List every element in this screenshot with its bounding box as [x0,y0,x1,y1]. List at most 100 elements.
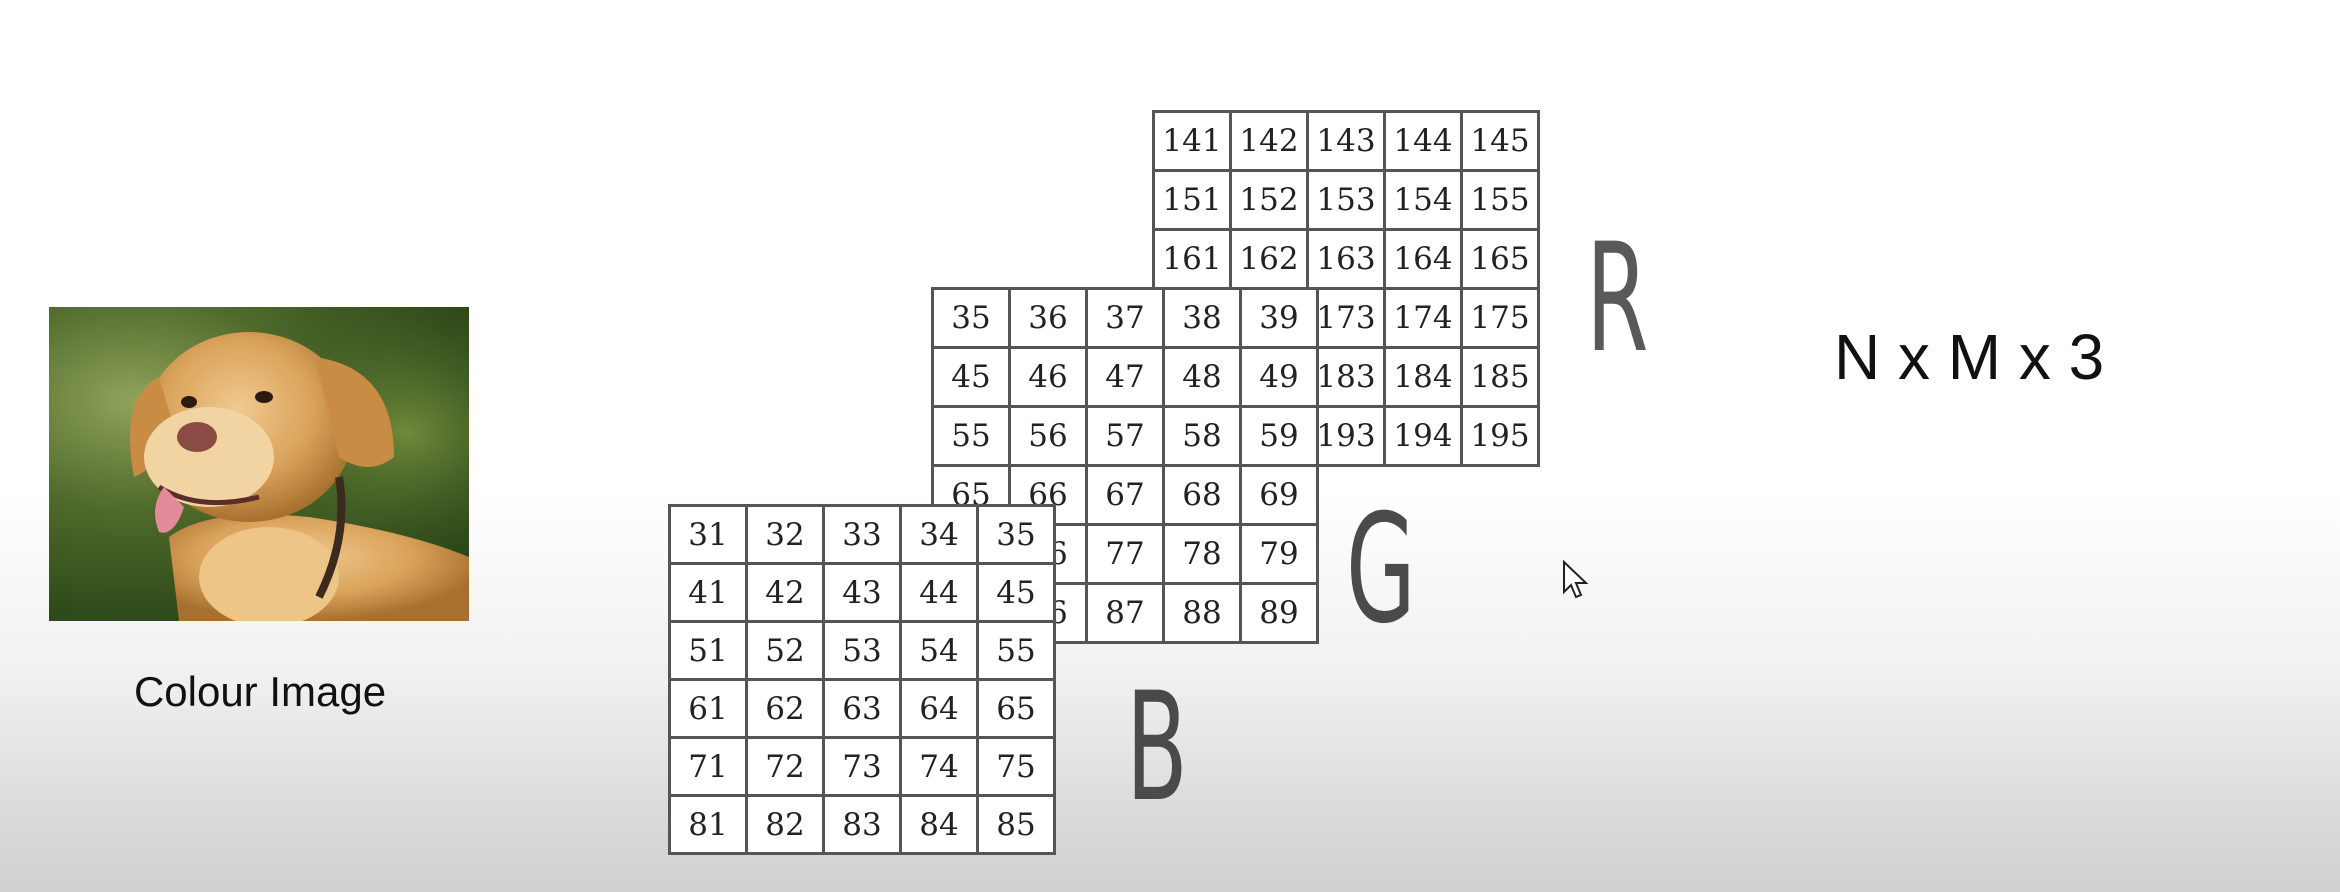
r-channel-label: R [1586,212,1649,386]
matrix-cell: 143 [1306,110,1386,172]
matrix-row: 41 42 43 44 45 [668,562,1056,623]
matrix-row: 71 72 73 74 75 [668,736,1056,797]
matrix-cell: 163 [1306,228,1386,290]
matrix-cell: 34 [899,504,979,565]
b-channel-grid: 31 32 33 34 35 41 42 43 44 45 51 52 53 5… [668,504,1056,855]
matrix-cell: 144 [1383,110,1463,172]
matrix-cell: 42 [745,562,825,623]
matrix-cell: 54 [899,620,979,681]
matrix-cell: 39 [1239,287,1319,349]
g-channel-grid: 35 36 37 38 39 45 46 47 48 49 55 56 57 5… [931,287,1319,644]
matrix-cell: 52 [745,620,825,681]
matrix-row: 55 56 57 58 59 [931,405,1319,467]
matrix-cell: 175 [1460,287,1540,349]
matrix-cell: 88 [1162,582,1242,644]
matrix-cell: 161 [1152,228,1232,290]
matrix-cell: 74 [899,736,979,797]
dog-photo [49,307,469,621]
matrix-cell: 64 [899,678,979,739]
matrix-cell: 193 [1306,405,1386,467]
matrix-row: 61 62 63 64 65 [668,678,1056,739]
matrix-cell: 83 [822,794,902,855]
matrix-cell: 31 [668,504,748,565]
matrix-cell: 46 [1008,346,1088,408]
matrix-cell: 162 [1229,228,1309,290]
matrix-cell: 53 [822,620,902,681]
matrix-cell: 185 [1460,346,1540,408]
matrix-cell: 84 [899,794,979,855]
matrix-cell: 44 [899,562,979,623]
matrix-cell: 79 [1239,523,1319,585]
matrix-cell: 73 [822,736,902,797]
matrix-cell: 154 [1383,169,1463,231]
matrix-cell: 55 [976,620,1056,681]
matrix-cell: 69 [1239,464,1319,526]
matrix-cell: 61 [668,678,748,739]
image-caption: Colour Image [133,668,387,715]
matrix-cell: 49 [1239,346,1319,408]
matrix-cell: 87 [1085,582,1165,644]
matrix-cell: 194 [1383,405,1463,467]
matrix-row: 45 46 47 48 49 [931,346,1319,408]
matrix-cell: 56 [1008,405,1088,467]
matrix-cell: 35 [931,287,1011,349]
matrix-cell: 55 [931,405,1011,467]
matrix-cell: 72 [745,736,825,797]
matrix-cell: 164 [1383,228,1463,290]
matrix-row: 31 32 33 34 35 [668,504,1056,565]
matrix-row: 141 142 143 144 145 [1152,110,1540,172]
matrix-cell: 153 [1306,169,1386,231]
matrix-cell: 45 [976,562,1056,623]
matrix-cell: 71 [668,736,748,797]
matrix-cell: 165 [1460,228,1540,290]
matrix-cell: 141 [1152,110,1232,172]
matrix-cell: 85 [976,794,1056,855]
matrix-cell: 37 [1085,287,1165,349]
matrix-cell: 78 [1162,523,1242,585]
matrix-cell: 57 [1085,405,1165,467]
matrix-cell: 48 [1162,346,1242,408]
matrix-row: 151 152 153 154 155 [1152,169,1540,231]
matrix-row: 161 162 163 164 165 [1152,228,1540,290]
matrix-cell: 51 [668,620,748,681]
matrix-cell: 63 [822,678,902,739]
matrix-cell: 82 [745,794,825,855]
matrix-row: 65 66 67 68 69 [931,464,1319,526]
matrix-cell: 38 [1162,287,1242,349]
matrix-cell: 32 [745,504,825,565]
mouse-pointer-icon [1562,559,1590,604]
g-channel-label: G [1346,483,1416,657]
matrix-cell: 155 [1460,169,1540,231]
matrix-cell: 173 [1306,287,1386,349]
matrix-cell: 47 [1085,346,1165,408]
matrix-cell: 183 [1306,346,1386,408]
matrix-cell: 174 [1383,287,1463,349]
matrix-cell: 33 [822,504,902,565]
matrix-cell: 67 [1085,464,1165,526]
matrix-row: 35 36 37 38 39 [931,287,1319,349]
matrix-cell: 152 [1229,169,1309,231]
matrix-cell: 43 [822,562,902,623]
matrix-cell: 184 [1383,346,1463,408]
b-channel-label: B [1126,661,1188,835]
matrix-row: 81 82 83 84 85 [668,794,1056,855]
matrix-cell: 36 [1008,287,1088,349]
matrix-cell: 75 [976,736,1056,797]
matrix-cell: 58 [1162,405,1242,467]
matrix-cell: 62 [745,678,825,739]
dimensions-label: N x M x 3 [1834,321,2105,393]
matrix-cell: 145 [1460,110,1540,172]
matrix-cell: 77 [1085,523,1165,585]
matrix-cell: 41 [668,562,748,623]
dog-illustration [49,307,469,621]
matrix-row: 51 52 53 54 55 [668,620,1056,681]
matrix-cell: 65 [976,678,1056,739]
matrix-cell: 81 [668,794,748,855]
matrix-cell: 59 [1239,405,1319,467]
matrix-cell: 35 [976,504,1056,565]
matrix-cell: 89 [1239,582,1319,644]
matrix-cell: 142 [1229,110,1309,172]
matrix-cell: 68 [1162,464,1242,526]
matrix-cell: 45 [931,346,1011,408]
matrix-cell: 195 [1460,405,1540,467]
